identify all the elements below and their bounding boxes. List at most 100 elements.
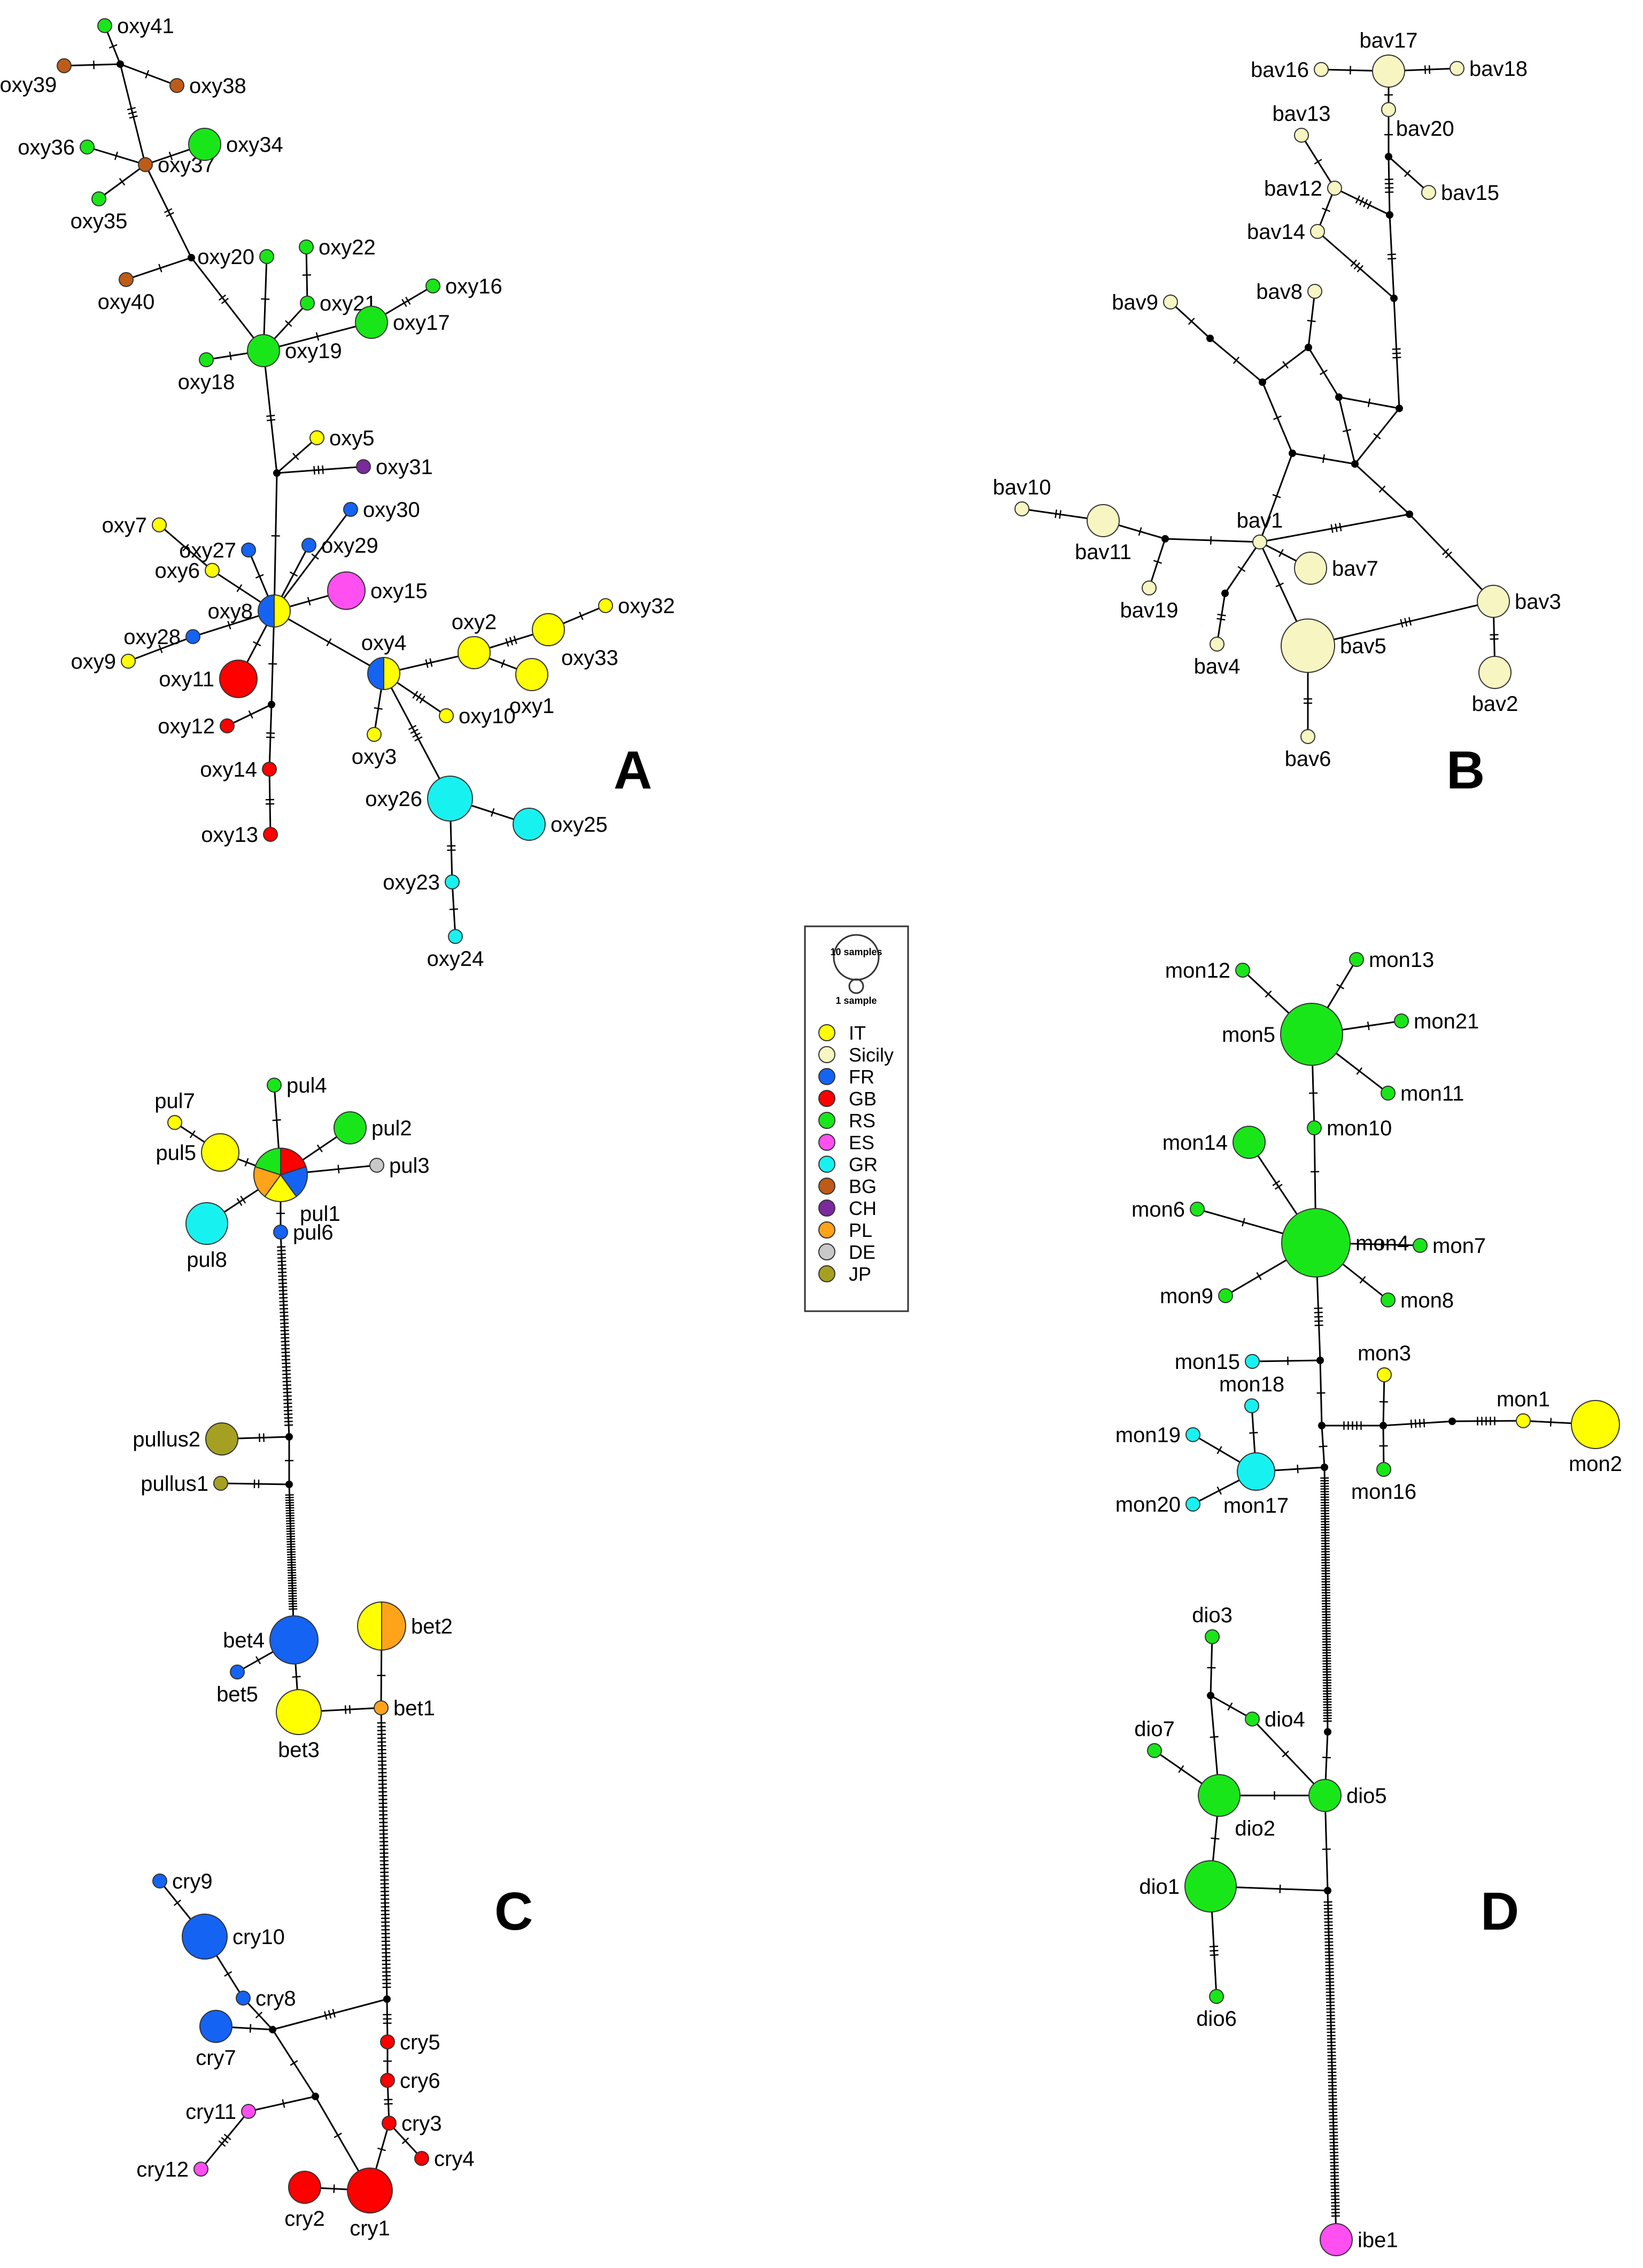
mutation-tick: [168, 151, 173, 160]
legend-swatch-pl: [818, 1221, 835, 1239]
haplotype-mon21: mon21: [1394, 1010, 1479, 1033]
median-vector: [285, 1481, 293, 1488]
haplotype-oxy22: oxy22: [299, 236, 376, 259]
mutation-tick: [377, 2147, 386, 2151]
mutation-tick: [410, 729, 418, 734]
mutation-tick: [158, 645, 163, 653]
network-edge: [1307, 600, 1494, 647]
haplotype-label: oxy16: [445, 275, 502, 298]
haplotype-label: mon6: [1132, 1198, 1185, 1221]
haplotype-node: [138, 157, 153, 172]
haplotype-oxy8: oxy8: [208, 594, 291, 628]
haplotype-label: mon16: [1351, 1480, 1416, 1504]
network-edge: [64, 63, 121, 67]
haplotype-label: bet4: [223, 1629, 265, 1652]
haplotype-label: bav20: [1396, 117, 1454, 141]
haplotype-label: pul4: [286, 1074, 327, 1097]
haplotype-oxy36: oxy36: [18, 136, 95, 159]
mutation-tick: [1314, 1307, 1323, 1309]
haplotype-label: oxy24: [427, 947, 484, 971]
network-edge: [1251, 1718, 1326, 1797]
haplotype-cry11: cry11: [185, 2100, 256, 2124]
mutation-tick: [1216, 1446, 1222, 1454]
haplotype-node: [205, 563, 220, 578]
haplotype-node: [1477, 585, 1510, 618]
haplotype-oxy13: oxy13: [201, 823, 278, 847]
mutation-tick: [266, 737, 275, 738]
haplotype-pul3: pul3: [369, 1154, 430, 1178]
mutation-tick: [1265, 990, 1272, 998]
haplotype-pie-slice: [381, 1601, 406, 1651]
mutation-tick: [221, 298, 229, 304]
haplotype-node: [1205, 1629, 1220, 1644]
haplotype-node: [299, 239, 314, 254]
mutation-tick: [1188, 318, 1195, 325]
median-vector: [1259, 378, 1266, 386]
mutation-tick: [1322, 207, 1330, 212]
haplotype-label: oxy22: [319, 236, 376, 259]
haplotype-pullus1: pullus1: [141, 1472, 228, 1496]
legend-size-large-label: 10 samples: [830, 947, 882, 957]
haplotype-label: mon2: [1569, 1452, 1622, 1476]
haplotype-label: mon1: [1497, 1388, 1550, 1411]
mutation-tick: [277, 1268, 286, 1270]
haplotype-pul6: pul6: [273, 1221, 334, 1244]
haplotype-bav2: bav2: [1472, 656, 1518, 716]
haplotype-node: [445, 874, 460, 889]
mutation-tick: [283, 1402, 292, 1404]
haplotype-bav6: bav6: [1285, 729, 1331, 771]
haplotype-bet3: bet3: [276, 1689, 322, 1762]
haplotype-label: bet2: [411, 1615, 453, 1638]
mutation-tick: [255, 1656, 261, 1665]
network-edge: [262, 350, 278, 474]
haplotype-label: bav13: [1273, 102, 1331, 126]
mutation-tick: [282, 1381, 291, 1383]
haplotype-label: dio1: [1139, 1875, 1180, 1899]
haplotype-pullus2: pullus2: [133, 1422, 238, 1456]
haplotype-label: dio7: [1134, 1717, 1175, 1741]
haplotype-node: [220, 718, 235, 733]
haplotype-oxy19: oxy19: [247, 334, 342, 367]
haplotype-node: [1478, 656, 1512, 689]
haplotype-node: [1235, 963, 1250, 978]
haplotype-label: pul1: [300, 1202, 340, 1226]
haplotype-oxy3: oxy3: [352, 727, 397, 769]
haplotype-node: [1381, 1086, 1396, 1101]
haplotype-label: mon4: [1355, 1232, 1409, 1255]
haplotype-node: [1087, 504, 1120, 537]
haplotype-oxy24: oxy24: [427, 929, 484, 971]
haplotype-pie-slice: [264, 1174, 297, 1202]
median-vector: [1206, 335, 1214, 342]
panel-b-letter: B: [1446, 740, 1485, 800]
haplotype-mon1: mon1: [1497, 1388, 1550, 1428]
haplotype-dio2: dio2: [1198, 1774, 1275, 1840]
haplotype-oxy25: oxy25: [513, 808, 608, 841]
haplotype-label: oxy33: [561, 646, 618, 670]
haplotype-node: [1184, 1860, 1237, 1913]
haplotype-mon3: mon3: [1358, 1342, 1411, 1382]
median-vector: [1380, 1422, 1387, 1429]
haplotype-bav4: bav4: [1194, 637, 1240, 678]
haplotype-node: [1294, 552, 1327, 585]
haplotype-cry4: cry4: [414, 2147, 475, 2171]
legend-label-it: IT: [849, 1022, 866, 1044]
haplotype-node: [598, 598, 613, 613]
mutation-tick: [1363, 199, 1368, 207]
network-edge: [1383, 1420, 1453, 1427]
haplotype-oxy35: oxy35: [71, 191, 127, 233]
haplotype-cry7: cry7: [196, 2010, 236, 2070]
median-vector: [1324, 1728, 1331, 1736]
mutation-tick: [280, 1311, 289, 1313]
haplotype-node: [152, 1874, 167, 1888]
haplotype-node: [121, 654, 136, 669]
haplotype-label: oxy17: [393, 311, 450, 335]
mutation-tick: [127, 107, 136, 111]
mutation-tick: [1153, 560, 1162, 564]
mutation-tick: [277, 1250, 286, 1252]
haplotype-node: [1314, 62, 1329, 77]
legend-size-small-label: 1 sample: [835, 995, 877, 1006]
haplotype-node: [301, 538, 316, 553]
haplotype-oxy38: oxy38: [169, 74, 246, 98]
